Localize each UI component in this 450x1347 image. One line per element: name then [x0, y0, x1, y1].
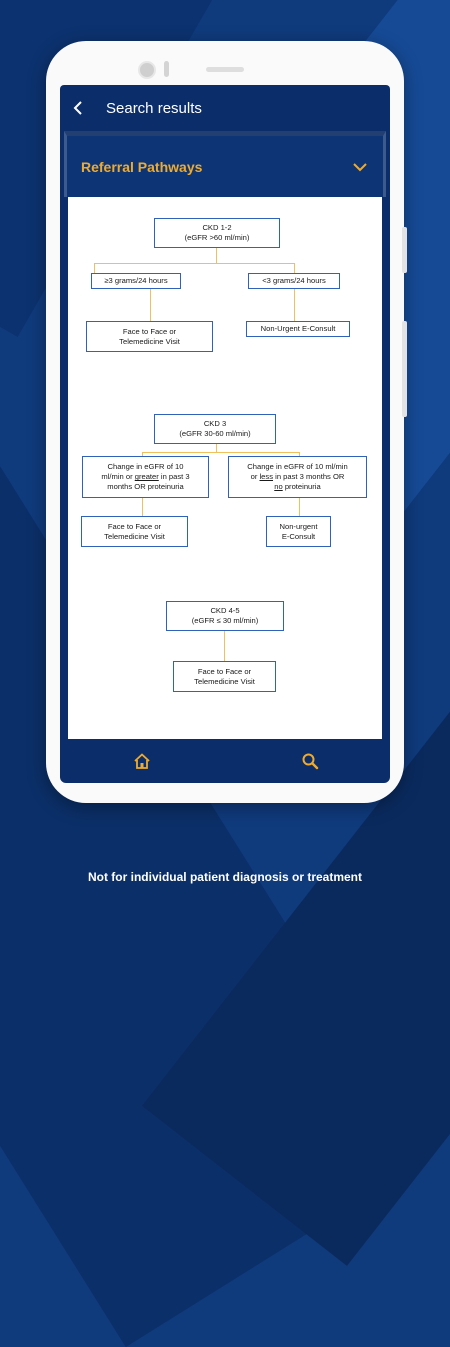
disclaimer-text: Not for individual patient diagnosis or …: [87, 870, 363, 884]
ckd3-right-branch: Change in eGFR of 10 ml/min or less in p…: [228, 456, 367, 498]
ckd3-subtitle: (eGFR 30-60 ml/min): [179, 429, 251, 438]
front-camera: [138, 61, 156, 79]
connector-line: [224, 631, 225, 661]
ckd12-title: CKD 1-2: [202, 223, 232, 233]
connector-line: [142, 498, 143, 516]
connector-line: [299, 452, 300, 456]
connector-line: [142, 452, 299, 453]
ckd12-left-outcome: Face to Face or Telemedicine Visit: [86, 321, 213, 352]
ckd12-subtitle: (eGFR >60 ml/min): [184, 233, 250, 242]
phone-screen: Search results Referral Pathways CKD 1-2…: [60, 85, 390, 783]
ckd3-left-branch: Change in eGFR of 10 ml/min or greater i…: [82, 456, 209, 498]
connector-line: [150, 289, 151, 321]
home-icon[interactable]: [128, 747, 156, 775]
ckd3-left-outcome: Face to Face or Telemedicine Visit: [81, 516, 188, 547]
connector-line: [142, 452, 143, 456]
connector-line: [299, 498, 300, 516]
ckd12-right-branch: <3 grams/24 hours: [248, 273, 340, 289]
connector-line: [216, 248, 217, 263]
chevron-down-icon[interactable]: [351, 158, 369, 176]
referral-pathways-header[interactable]: Referral Pathways: [64, 131, 386, 197]
search-icon[interactable]: [296, 747, 324, 775]
earpiece-speaker: [206, 67, 244, 72]
panel-title: Referral Pathways: [81, 158, 203, 175]
connector-line: [94, 263, 95, 273]
bottom-navigation: [60, 739, 390, 783]
back-arrow-icon[interactable]: [60, 85, 96, 131]
connector-line: [94, 263, 294, 264]
phone-frame: Search results Referral Pathways CKD 1-2…: [46, 41, 407, 803]
ckd3-right-outcome: Non-urgent E-Consult: [266, 516, 331, 547]
ckd45-title: CKD 4-5: [210, 606, 240, 616]
phone-volume-button: [402, 227, 407, 273]
ckd12-box: CKD 1-2 (eGFR >60 ml/min): [154, 218, 280, 248]
ckd12-right-outcome: Non-Urgent E-Consult: [246, 321, 350, 337]
connector-line: [294, 289, 295, 321]
connector-line: [294, 263, 295, 273]
phone-power-button: [402, 321, 407, 417]
app-bar: Search results: [60, 85, 390, 131]
referral-flowchart[interactable]: CKD 1-2 (eGFR >60 ml/min) ≥3 grams/24 ho…: [68, 197, 382, 739]
ckd45-subtitle: (eGFR ≤ 30 ml/min): [191, 616, 259, 625]
ckd3-title: CKD 3: [203, 419, 227, 429]
ckd3-box: CKD 3 (eGFR 30-60 ml/min): [154, 414, 276, 444]
page-title: Search results: [106, 99, 202, 117]
ckd12-left-branch: ≥3 grams/24 hours: [91, 273, 181, 289]
connector-line: [216, 444, 217, 452]
proximity-sensor: [164, 61, 169, 77]
ckd45-box: CKD 4-5 (eGFR ≤ 30 ml/min): [166, 601, 284, 631]
ckd45-outcome: Face to Face or Telemedicine Visit: [173, 661, 276, 692]
